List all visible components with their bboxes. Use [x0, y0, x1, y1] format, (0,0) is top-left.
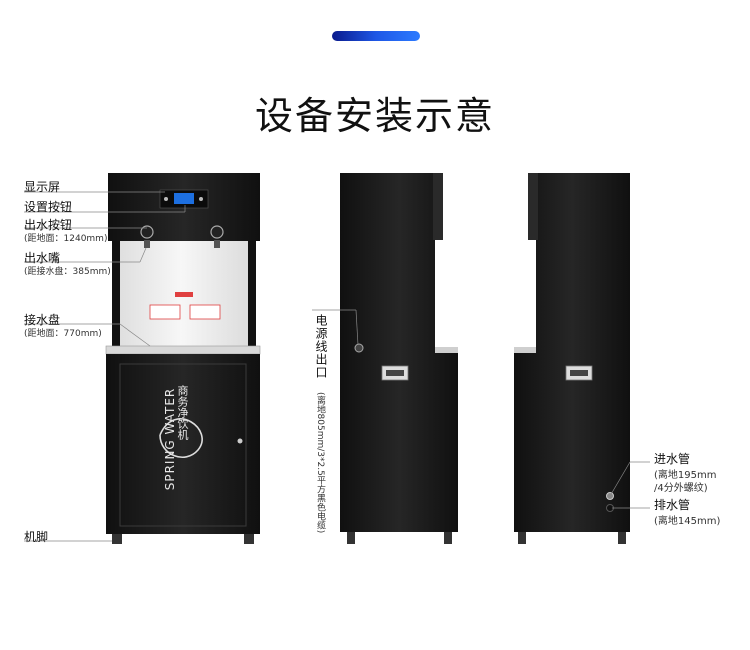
front-view — [105, 173, 261, 544]
front-cabinet — [106, 354, 260, 534]
display-lcd — [174, 193, 194, 204]
label-inlet-note-1: (离地195mm — [654, 470, 717, 481]
brand-product: 商务净饮机 — [176, 385, 189, 440]
back-view — [514, 173, 630, 544]
label-power-note: (离地805mm/3*2.5平方黑色电缆) — [315, 392, 325, 534]
label-nozzle-note: (距接水盘：385mm) — [24, 267, 111, 277]
nozzle-right — [214, 240, 220, 248]
label-tray: 接水盘 — [24, 313, 61, 327]
label-drain-note: (离地145mm) — [654, 516, 721, 527]
label-settings-button: 设置按钮 — [24, 200, 73, 214]
label-drain: 排水管 — [654, 498, 691, 512]
water-button-right — [210, 225, 224, 239]
front-leader-lines — [24, 191, 186, 542]
power-outlet — [354, 343, 364, 353]
nozzle-left — [144, 240, 150, 248]
back-leader-lines — [609, 461, 650, 509]
header-accent-bar — [332, 31, 420, 41]
label-feet: 机脚 — [24, 530, 49, 544]
label-water-button-note: (距地面：1240mm) — [24, 234, 108, 244]
drip-tray — [105, 345, 261, 355]
label-tray-note: (距地面：770mm) — [24, 329, 102, 339]
water-button-left — [140, 225, 154, 239]
side-view — [340, 173, 458, 544]
label-power: 电源线出口 — [314, 314, 328, 379]
label-inlet-note-2: /4分外螺纹) — [654, 483, 708, 494]
label-nozzle: 出水嘴 — [24, 251, 61, 265]
back-body — [514, 173, 630, 532]
label-display: 显示屏 — [24, 180, 61, 194]
label-water-button: 出水按钮 — [24, 218, 73, 232]
page-title: 设备安装示意 — [254, 94, 495, 138]
label-inlet: 进水管 — [654, 452, 691, 466]
side-body — [340, 173, 458, 532]
side-leader-lines — [312, 309, 359, 346]
